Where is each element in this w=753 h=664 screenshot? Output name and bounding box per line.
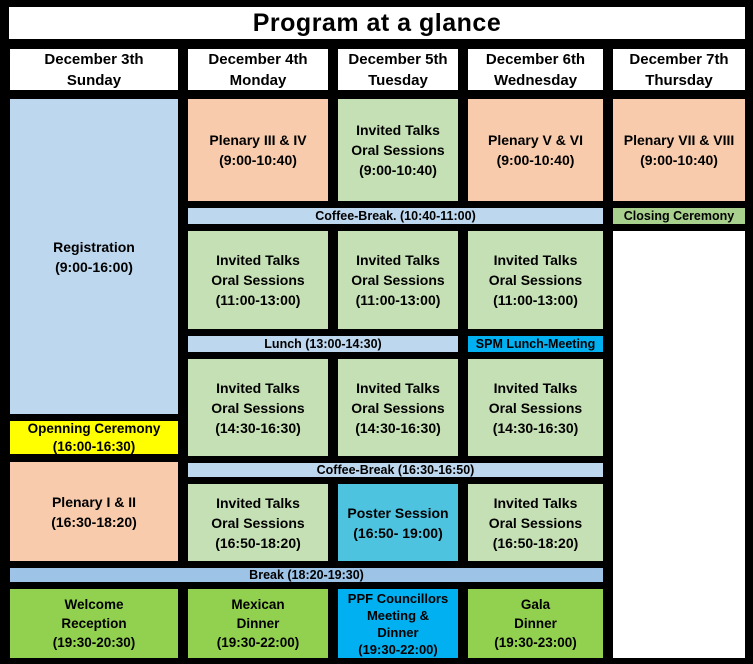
cell-mexican-dinner: Mexican Dinner (19:30-22:00): [186, 587, 330, 660]
cell-poster-session: Poster Session (16:50- 19:00): [336, 482, 460, 563]
column-header-thursday: December 7th Thursday: [611, 47, 747, 92]
header-date: December 5th: [348, 50, 448, 68]
cell-welcome-reception: Welcome Reception (19:30-20:30): [8, 587, 180, 660]
cell-invited-talks-1430-wednesday: Invited Talks Oral Sessions (14:30-16:30…: [466, 357, 605, 458]
cell-opening-ceremony: Openning Ceremony (16:00-16:30): [8, 419, 180, 456]
header-date: December 6th: [485, 50, 586, 68]
cell-plenary-3-4: Plenary III & IV (9:00-10:40): [186, 97, 330, 203]
column-header-monday: December 4th Monday: [186, 47, 330, 92]
cell-invited-talks-1100-wednesday: Invited Talks Oral Sessions (11:00-13:00…: [466, 229, 605, 331]
cell-invited-talks-0900: Invited Talks Oral Sessions (9:00-10:40): [336, 97, 460, 203]
banner-evening-break: Break (18:20-19:30): [8, 566, 605, 584]
banner-closing-ceremony: Closing Ceremony: [611, 206, 747, 226]
column-header-sunday: December 3th Sunday: [8, 47, 180, 92]
page-title: Program at a glance: [7, 5, 747, 41]
cell-plenary-1-2: Plenary I & II (16:30-18:20): [8, 460, 180, 563]
banner-coffee-break-afternoon: Coffee-Break (16:30-16:50): [186, 461, 605, 479]
header-date: December 3th: [44, 50, 144, 68]
header-day: Tuesday: [368, 71, 428, 89]
column-header-wednesday: December 6th Wednesday: [466, 47, 605, 92]
cell-invited-talks-1430-tuesday: Invited Talks Oral Sessions (14:30-16:30…: [336, 357, 460, 458]
banner-coffee-break-morning: Coffee-Break. (10:40-11:00): [186, 206, 605, 226]
header-day: Wednesday: [493, 71, 578, 89]
header-day: Sunday: [66, 71, 122, 89]
cell-registration: Registration (9:00-16:00): [8, 97, 180, 416]
banner-spm-lunch-meeting: SPM Lunch-Meeting: [466, 334, 605, 354]
cell-invited-talks-1430-monday: Invited Talks Oral Sessions (14:30-16:30…: [186, 357, 330, 458]
header-day: Monday: [229, 71, 287, 89]
cell-invited-talks-1100-tuesday: Invited Talks Oral Sessions (11:00-13:00…: [336, 229, 460, 331]
cell-thursday-empty: [611, 229, 747, 660]
cell-invited-talks-1650-monday: Invited Talks Oral Sessions (16:50-18:20…: [186, 482, 330, 563]
header-date: December 4th: [208, 50, 308, 68]
cell-plenary-5-6: Plenary V & VI (9:00-10:40): [466, 97, 605, 203]
column-header-tuesday: December 5th Tuesday: [336, 47, 460, 92]
cell-invited-talks-1100-monday: Invited Talks Oral Sessions (11:00-13:00…: [186, 229, 330, 331]
header-date: December 7th: [629, 50, 729, 68]
header-day: Thursday: [645, 71, 713, 89]
cell-gala-dinner: Gala Dinner (19:30-23:00): [466, 587, 605, 660]
cell-plenary-7-8: Plenary VII & VIII (9:00-10:40): [611, 97, 747, 203]
cell-invited-talks-1650-wednesday: Invited Talks Oral Sessions (16:50-18:20…: [466, 482, 605, 563]
banner-lunch: Lunch (13:00-14:30): [186, 334, 460, 354]
cell-ppf-councillors-dinner: PPF Councillors Meeting & Dinner (19:30-…: [336, 587, 460, 660]
